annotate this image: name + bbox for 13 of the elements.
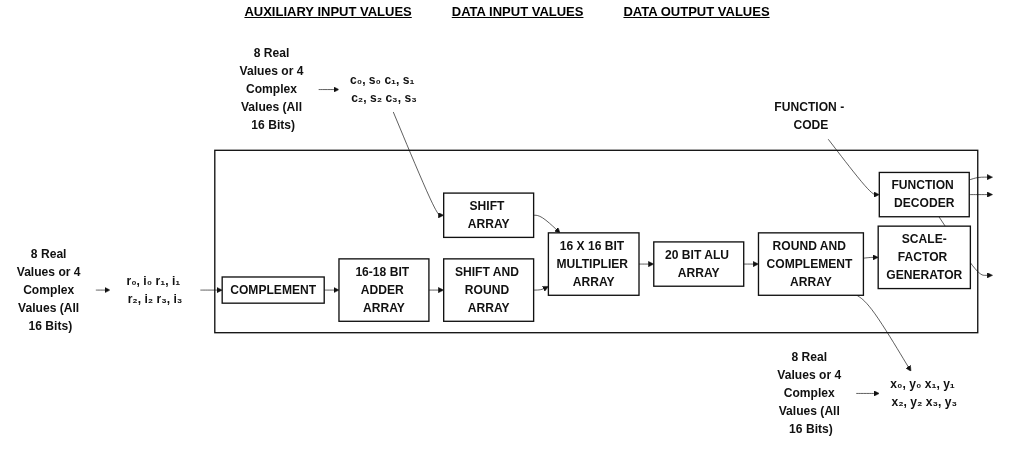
function-block: 20 BIT ALU ARRAY bbox=[653, 241, 745, 287]
section-heading: DATA OUTPUT VALUES bbox=[623, 4, 770, 19]
function-block: SHIFT AND ROUND ARRAY bbox=[443, 258, 535, 322]
function-block: 16-18 BIT ADDER ARRAY bbox=[338, 258, 430, 322]
text-block: 8 Real Values or 4 Complex Values (All 16 Bits) bbox=[227, 39, 319, 140]
function-block: 16 X 16 BIT MULTIPLIER ARRAY bbox=[547, 232, 640, 296]
function-block: SCALE-FACTOR GENERATOR bbox=[877, 225, 972, 290]
function-block: SHIFT ARRAY bbox=[443, 192, 535, 239]
section-heading: AUXILIARY INPUT VALUES bbox=[244, 4, 412, 19]
function-block: ROUND AND COMPLEMENT ARRAY bbox=[757, 232, 865, 296]
function-block: COMPLEMENT bbox=[221, 276, 325, 304]
section-heading: DATA INPUT VALUES bbox=[451, 4, 584, 19]
function-block: FUNCTION DECODER bbox=[878, 171, 970, 218]
